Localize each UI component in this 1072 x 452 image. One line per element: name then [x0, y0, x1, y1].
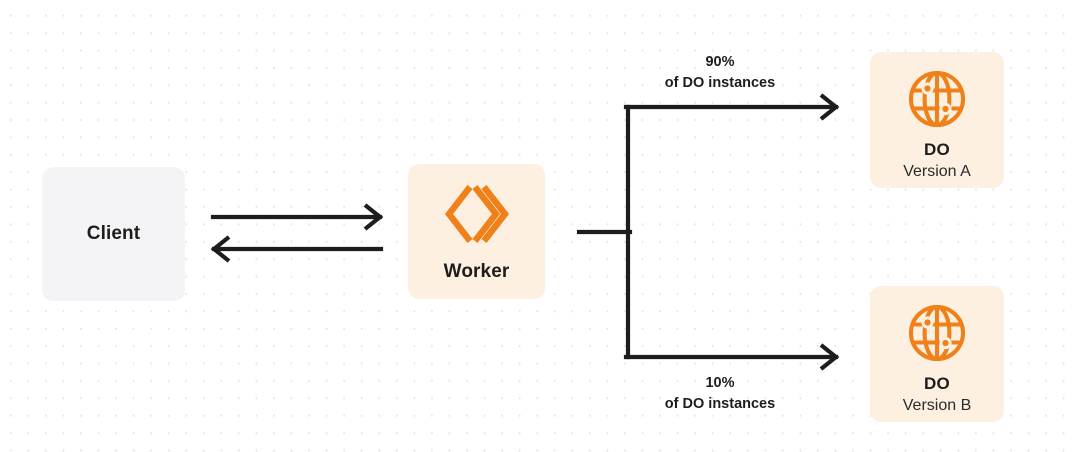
durable-object-globe-icon	[907, 69, 967, 129]
arrow-client-to-worker	[210, 203, 384, 231]
cloudflare-workers-logo-icon	[444, 183, 510, 245]
edge-label-do-a-caption: of DO instances	[664, 74, 776, 91]
arrow-worker-to-client	[210, 235, 384, 263]
edge-label-do-b-percent: 10%	[705, 375, 735, 391]
node-client-label: Client	[86, 223, 141, 244]
node-do-b-label: DO	[924, 374, 950, 393]
edge-label-do-b: 10% of DO instances	[604, 373, 836, 414]
node-worker[interactable]: Worker	[408, 164, 545, 299]
node-do-a-label: DO	[924, 140, 950, 159]
edge-label-do-b-caption: of DO instances	[664, 395, 776, 412]
arrow-worker-to-do-b	[623, 343, 840, 371]
node-do-version-b[interactable]: DO Version B	[870, 286, 1004, 422]
node-do-a-sublabel: Version A	[903, 163, 971, 180]
node-do-b-sublabel: Version B	[902, 397, 972, 414]
node-worker-label: Worker	[443, 261, 510, 282]
arrow-worker-to-do-a	[623, 93, 840, 121]
node-do-version-a[interactable]: DO Version A	[870, 52, 1004, 188]
node-client[interactable]: Client	[42, 167, 185, 301]
durable-object-globe-icon	[907, 303, 967, 363]
connector-worker-fork	[576, 104, 633, 360]
edge-label-do-a-percent: 90%	[705, 54, 735, 70]
edge-label-do-a: 90% of DO instances	[604, 52, 836, 93]
